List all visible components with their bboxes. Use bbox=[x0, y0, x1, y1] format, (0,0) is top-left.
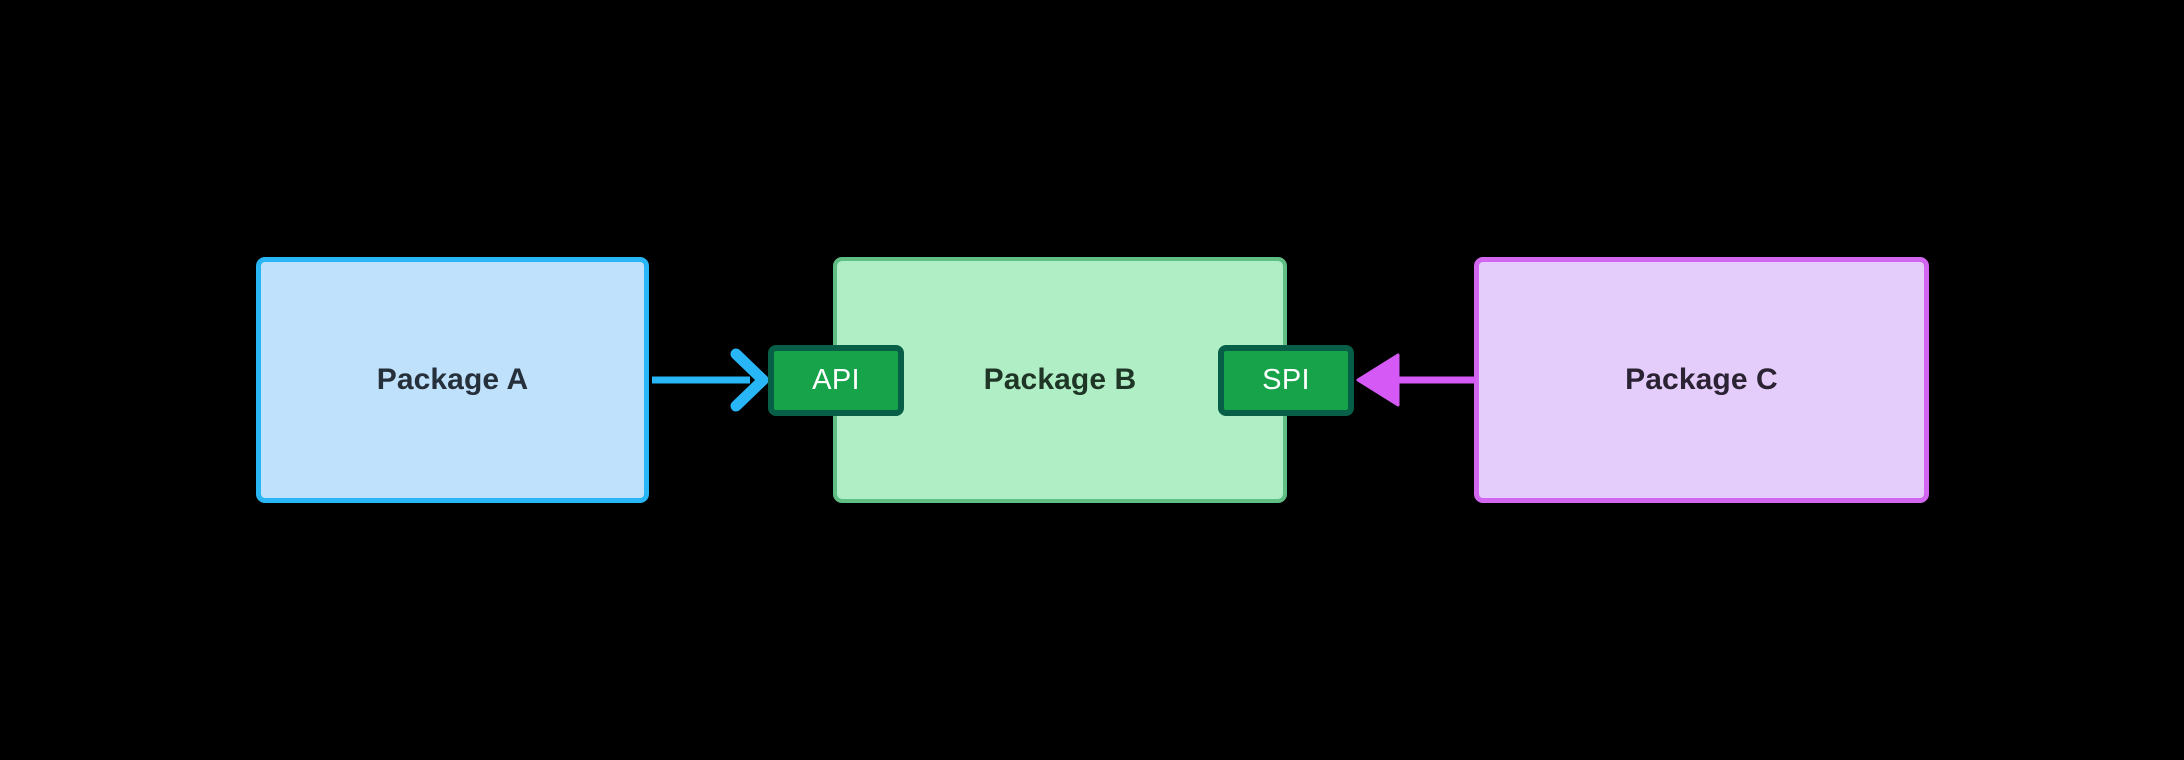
package-a-label: Package A bbox=[376, 363, 529, 396]
connector-package-c-to-spi[interactable] bbox=[1356, 344, 1476, 416]
package-b-label: Package B bbox=[983, 363, 1137, 396]
interface-api-label: API bbox=[812, 364, 860, 396]
connector-package-a-to-api[interactable] bbox=[652, 344, 772, 416]
package-c-label: Package C bbox=[1625, 363, 1778, 396]
interface-spi-label: SPI bbox=[1262, 364, 1310, 396]
interface-chip-spi[interactable]: SPI bbox=[1218, 345, 1354, 416]
arrow-right-icon bbox=[652, 348, 769, 412]
interface-chip-api[interactable]: API bbox=[768, 345, 904, 416]
arrow-left-icon bbox=[1356, 353, 1476, 407]
package-node-c[interactable]: Package C bbox=[1474, 257, 1929, 503]
package-node-a[interactable]: Package A bbox=[256, 257, 649, 503]
